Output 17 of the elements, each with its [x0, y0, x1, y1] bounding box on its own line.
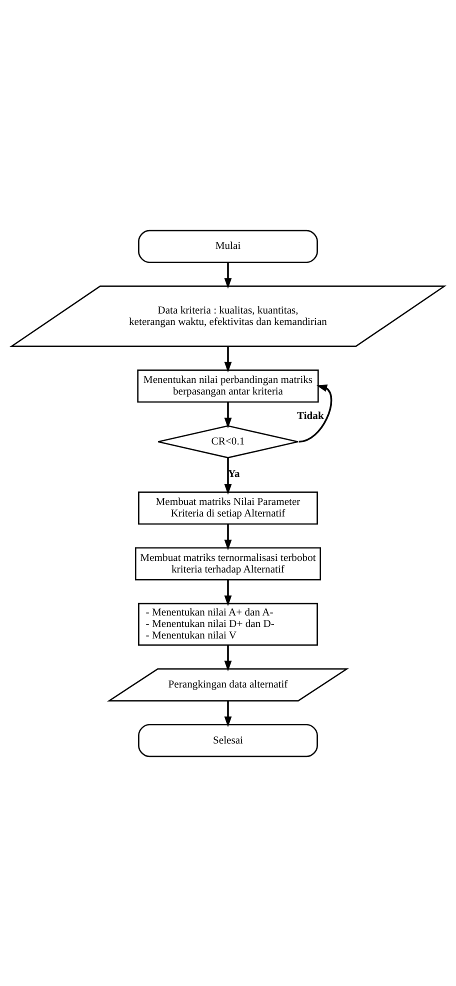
node-box: Membuat matriks ternormalisasi terbobot kriteria terhadap Alternatif [134, 546, 322, 580]
arrow [298, 384, 332, 442]
node-diamond: CR<0.1 [158, 424, 298, 458]
arrow [224, 579, 232, 606]
arrow [224, 700, 232, 727]
arrow [224, 524, 232, 550]
arrow [224, 644, 232, 671]
arrow [224, 457, 232, 494]
edge-label: Tidak [296, 410, 324, 422]
node-box: Menentukan nilai perbandingan matriks berpasangan antar kriteria [137, 369, 319, 402]
arrow [224, 402, 232, 428]
arrow [224, 262, 232, 288]
node-box: Mulai [138, 229, 318, 263]
node-box: Selesai [138, 723, 318, 757]
node-box: - Menentukan nilai A+ dan A- - Menentukan nilai D+ dan D- - Menentukan nilai V [138, 602, 318, 646]
arrow [224, 346, 232, 372]
node-box: Membuat matriks Nilai Parameter Kriteria di setiap Alternatif [138, 491, 318, 524]
